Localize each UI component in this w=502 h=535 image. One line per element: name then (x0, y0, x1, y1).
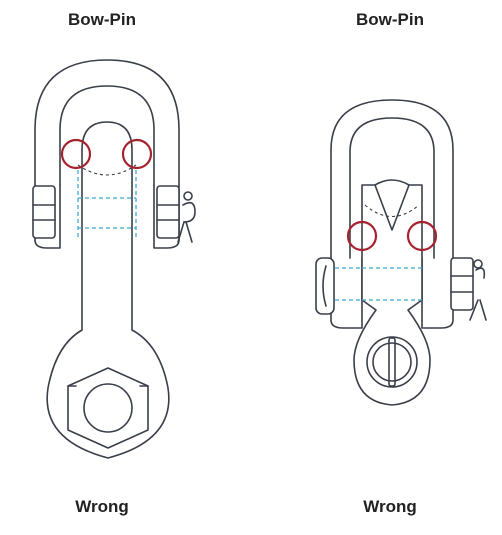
left-top-label: Bow-Pin (68, 10, 136, 29)
right-contact-circle-1 (346, 220, 378, 252)
right-shackle-bow-icon (330, 99, 454, 329)
right-contact-circle-2 (406, 220, 438, 252)
right-assembly (315, 99, 487, 406)
right-hidden-pin-arc (364, 204, 420, 217)
right-pin-head-icon (315, 257, 335, 315)
left-bottom-label: Wrong (75, 497, 129, 516)
right-top-label: Bow-Pin (356, 10, 424, 29)
right-pin-nut-icon (450, 257, 487, 321)
right-eye-link-icon (353, 179, 431, 406)
left-contact-circle-2 (121, 138, 153, 170)
right-bottom-label: Wrong (363, 497, 417, 516)
left-contact-circle-1 (60, 138, 92, 170)
left-pin-head-icon (32, 185, 56, 239)
left-assembly (32, 59, 196, 459)
left-hidden-pin-arc (77, 164, 137, 176)
left-cotter-pin-icon (156, 185, 196, 243)
left-eye-link-icon (46, 121, 170, 459)
